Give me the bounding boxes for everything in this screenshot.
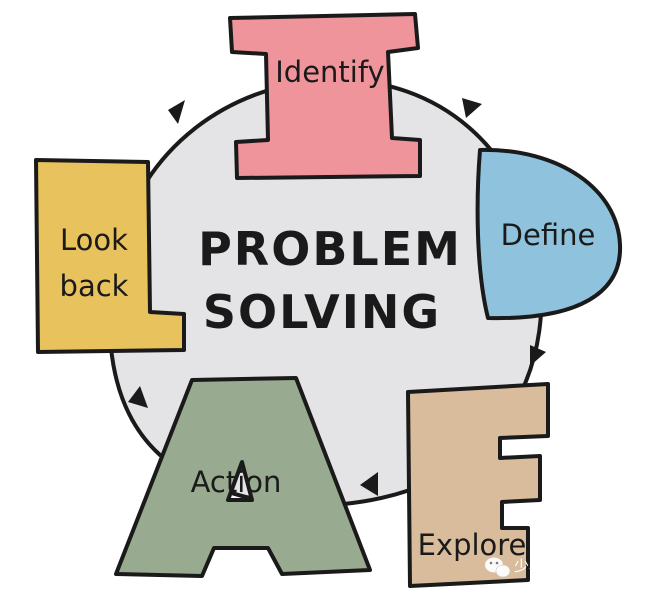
cycle-arrows bbox=[128, 98, 546, 496]
letter-e-shape bbox=[406, 382, 550, 588]
label-action: Action bbox=[191, 465, 282, 499]
label-explore: Explore bbox=[418, 528, 527, 562]
letter-l-shape bbox=[34, 158, 186, 354]
watermark-text: 少年商学院 bbox=[514, 557, 589, 575]
letter-d-shape bbox=[475, 147, 623, 321]
arrow-left bbox=[128, 386, 148, 408]
label-identify: Identify bbox=[275, 55, 384, 89]
center-title-line2: SOLVING bbox=[203, 285, 441, 339]
label-back: back bbox=[60, 269, 129, 303]
arrow-top-left bbox=[168, 100, 185, 124]
label-look: Look bbox=[60, 223, 128, 257]
arrow-bottom bbox=[360, 472, 378, 496]
arrow-top-right bbox=[462, 98, 482, 118]
watermark: 少年商学院 bbox=[485, 557, 589, 578]
letter-a-shape bbox=[114, 376, 372, 578]
wechat-icon bbox=[485, 557, 511, 578]
label-define: Define bbox=[501, 218, 596, 252]
arrow-right bbox=[530, 345, 546, 366]
letter-i-shape bbox=[228, 12, 422, 180]
center-title-line1: PROBLEM bbox=[198, 222, 462, 276]
